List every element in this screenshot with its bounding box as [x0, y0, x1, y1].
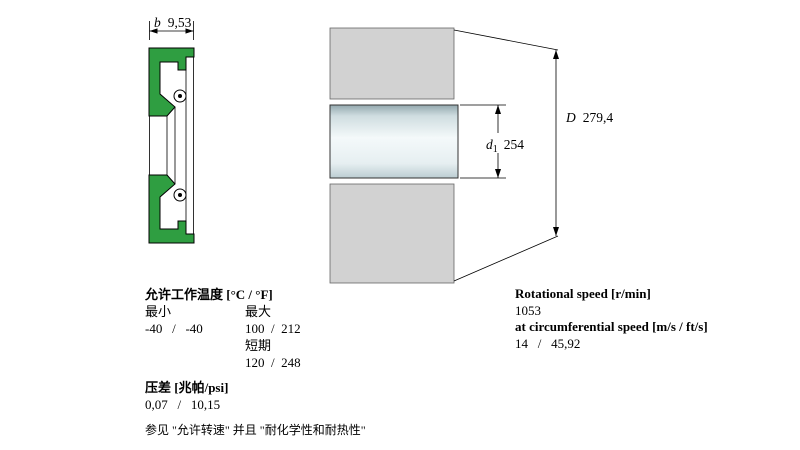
temperature-title: 允许工作温度 [°C / °F] — [145, 287, 273, 302]
circumferential-speed-value: 14 / 45,92 — [515, 335, 581, 351]
temperature-min-column: 最小 -40 / -40 — [145, 303, 245, 371]
pressure-section: 压差 [兆帕/psi] 0,07 / 10,15 — [145, 379, 366, 413]
shaft — [329, 104, 459, 179]
pressure-title: 压差 [兆帕/psi] — [145, 380, 229, 395]
specifications-right: Rotational speed [r/min] 1053 at circumf… — [515, 286, 708, 352]
temperature-max-label: 最大 — [245, 304, 272, 319]
seal-section-upper — [148, 47, 195, 117]
specifications-left: 允许工作温度 [°C / °F] 最小 -40 / -40 最大 100 / 2… — [145, 286, 366, 439]
seal-section-lower — [148, 174, 195, 244]
circumferential-speed-title: at circumferential speed [m/s / ft/s] — [515, 319, 708, 334]
temperature-short-term-label: 短期 — [245, 338, 272, 353]
reference-note: 参见 "允许转速" 并且 "耐化学性和耐热性" — [145, 423, 366, 437]
temperature-max-value: 100 / 212 — [245, 321, 301, 336]
temperature-min-label: 最小 — [145, 304, 172, 319]
temperature-section: 允许工作温度 [°C / °F] 最小 -40 / -40 最大 100 / 2… — [145, 286, 366, 371]
temperature-short-term-value: 120 / 248 — [245, 355, 301, 370]
temperature-min-value: -40 / -40 — [145, 321, 203, 336]
rotational-speed-title: Rotational speed [r/min] — [515, 286, 651, 301]
seal-bore-lines — [149, 57, 194, 234]
housing-upper — [329, 27, 455, 100]
temperature-max-column: 最大 100 / 212 短期 120 / 248 — [245, 303, 301, 371]
pressure-value: 0,07 / 10,15 — [145, 397, 221, 412]
housing-lower — [329, 183, 455, 284]
rotational-speed-value: 1053 — [515, 302, 541, 318]
